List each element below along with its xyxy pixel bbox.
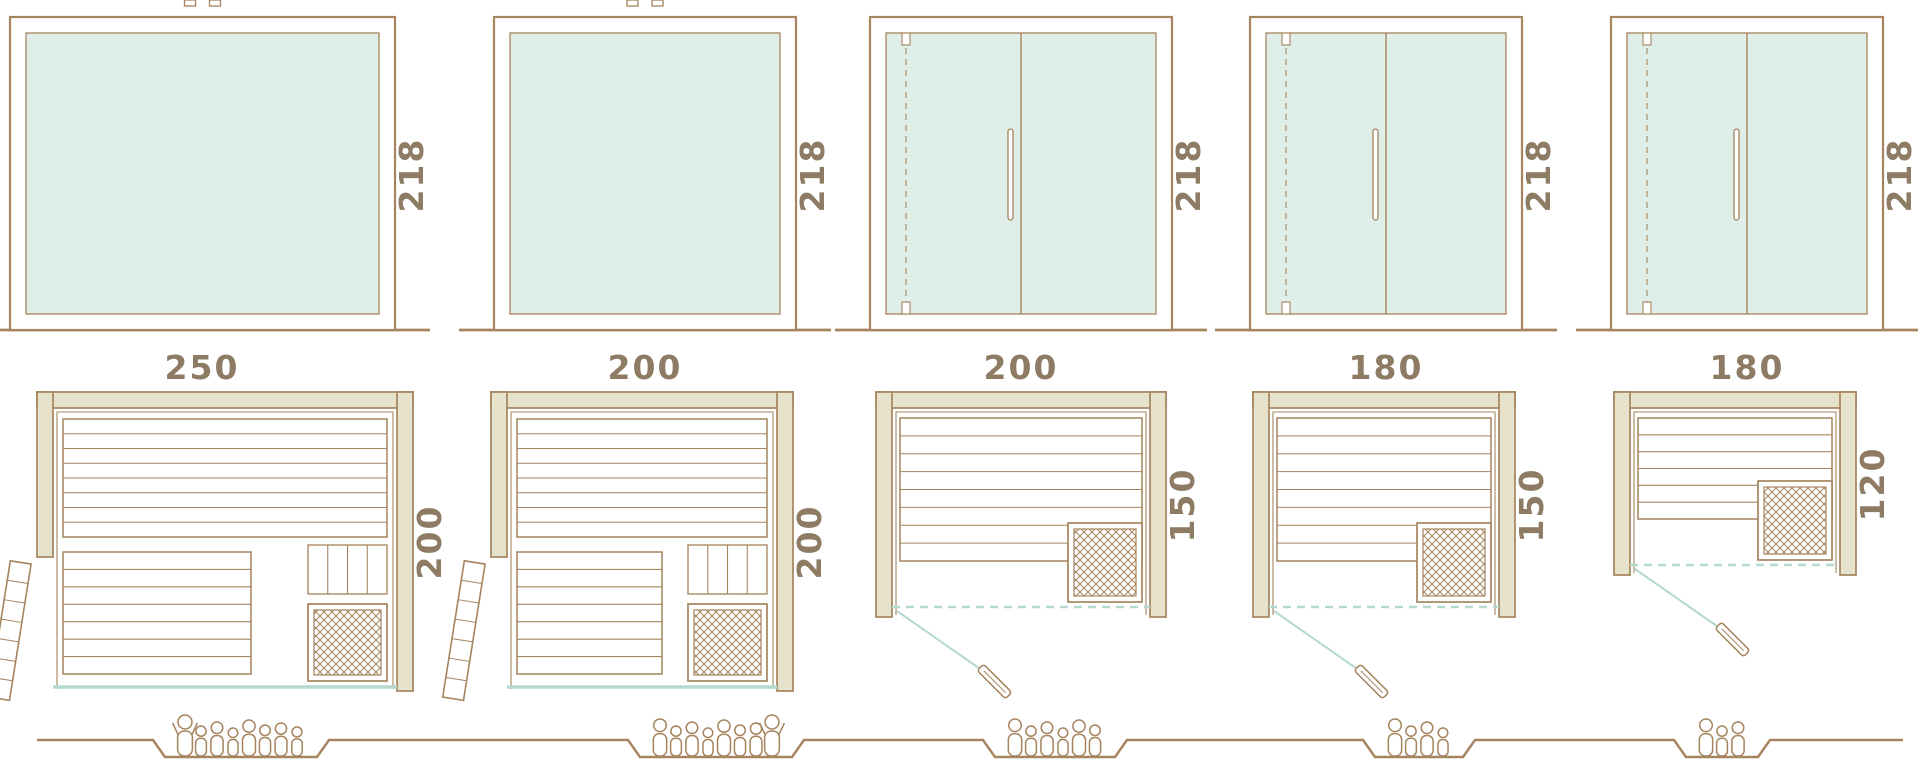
capacity-group-1 — [171, 714, 303, 757]
open-door-leaf — [441, 559, 486, 702]
depth-label-model-5: 120 — [1853, 447, 1892, 522]
door-swing-leaf — [977, 664, 1012, 699]
depth-label-model-3: 150 — [1163, 468, 1202, 543]
width-label-model-4: 180 — [1349, 348, 1424, 387]
plan-model-2 — [441, 391, 794, 702]
door-handle — [1007, 128, 1014, 221]
ground-line — [37, 738, 1903, 759]
height-label-model-5: 218 — [1880, 138, 1919, 213]
plan-model-5 — [1613, 391, 1857, 657]
elevation-model-1 — [0, 0, 430, 332]
height-label-model-4: 218 — [1519, 138, 1558, 213]
technical-drawings — [0, 0, 1918, 702]
elevation-model-4 — [1215, 15, 1557, 332]
capacity-group-2 — [652, 714, 786, 757]
width-label-model-1: 250 — [165, 348, 240, 387]
height-label-model-1: 218 — [392, 138, 431, 213]
door-handle — [1372, 128, 1379, 221]
door-handle — [1733, 128, 1740, 221]
elevation-model-3 — [835, 15, 1207, 332]
depth-label-model-1: 200 — [410, 505, 449, 580]
elevation-model-2 — [459, 0, 831, 332]
width-label-model-2: 200 — [608, 348, 683, 387]
capacity-group-5 — [1698, 718, 1745, 757]
plan-model-1 — [0, 391, 414, 702]
plan-model-3 — [875, 391, 1167, 699]
plan-model-4 — [1252, 391, 1516, 699]
door-swing-leaf — [1715, 622, 1750, 657]
depth-label-model-2: 200 — [790, 505, 829, 580]
height-label-model-2: 218 — [793, 138, 832, 213]
capacity-group-4 — [1387, 718, 1449, 757]
capacity-figures-layer — [37, 714, 1903, 759]
height-label-model-3: 218 — [1169, 138, 1208, 213]
door-swing-leaf — [1354, 664, 1389, 699]
width-label-model-5: 180 — [1710, 348, 1785, 387]
width-label-model-3: 200 — [984, 348, 1059, 387]
dimension-labels: 250 200 200 180 180 218 218 218 218 218 … — [165, 138, 1919, 580]
elevation-model-5 — [1576, 15, 1918, 332]
depth-label-model-4: 150 — [1512, 468, 1551, 543]
capacity-group-3 — [1007, 718, 1102, 757]
open-door-leaf — [0, 559, 32, 702]
